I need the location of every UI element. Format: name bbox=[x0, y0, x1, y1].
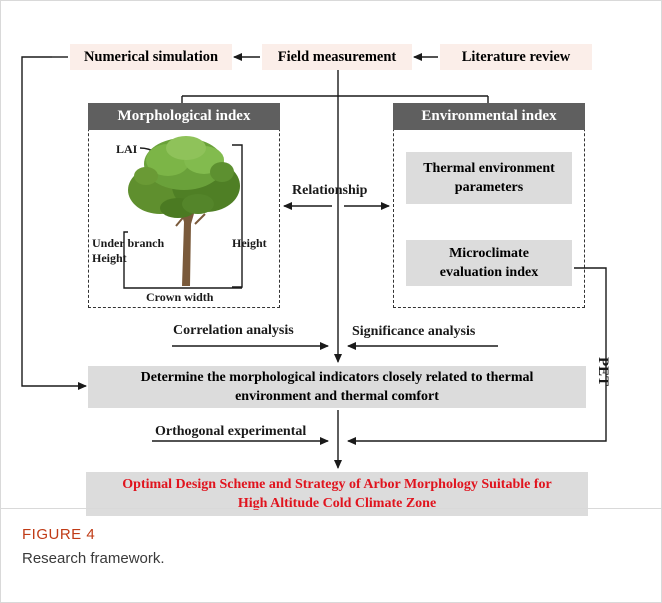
under-branch-label-1: Under branch bbox=[92, 236, 165, 250]
under-branch-label-2: Height bbox=[92, 251, 127, 265]
field-measurement-box: Field measurement bbox=[262, 44, 412, 70]
environmental-index-header: Environmental index bbox=[393, 103, 585, 130]
height-bracket bbox=[232, 144, 243, 288]
thermal-environment-text-1: Thermal environment bbox=[423, 161, 555, 176]
optimal-text-2: High Altitude Cold Climate Zone bbox=[237, 496, 437, 511]
correlation-analysis-label: Correlation analysis bbox=[173, 323, 294, 338]
orthogonal-experimental-label: Orthogonal experimental bbox=[155, 424, 307, 439]
microclimate-text-1: Microclimate bbox=[449, 246, 529, 261]
numerical-simulation-text: Numerical simulation bbox=[83, 48, 219, 65]
optimal-text-1: Optimal Design Scheme and Strategy of Ar… bbox=[122, 477, 552, 492]
relationship-label: Relationship bbox=[292, 183, 368, 198]
field-measurement-text: Field measurement bbox=[277, 48, 397, 65]
significance-analysis-label: Significance analysis bbox=[352, 324, 476, 339]
environmental-index-text: Environmental index bbox=[421, 108, 557, 124]
numerical-to-determine-arrow bbox=[21, 56, 87, 390]
crown-width-label: Crown width bbox=[146, 290, 214, 304]
tree-illustration bbox=[128, 136, 240, 286]
morphological-index-text: Morphological index bbox=[117, 108, 251, 124]
height-label: Height bbox=[232, 236, 267, 250]
microclimate-text-2: evaluation index bbox=[439, 265, 539, 280]
literature-review-text: Literature review bbox=[461, 48, 571, 65]
lai-label: LAI bbox=[116, 142, 138, 156]
literature-review-box: Literature review bbox=[440, 44, 592, 70]
numerical-simulation-box: Numerical simulation bbox=[70, 44, 232, 70]
under-branch-bracket bbox=[123, 231, 242, 289]
determine-indicators-box: Determine the morphological indicators c… bbox=[88, 366, 586, 408]
determine-text-2: environment and thermal comfort bbox=[235, 389, 439, 404]
figure-caption-title: FIGURE 4 bbox=[22, 526, 96, 543]
microclimate-box: Microclimate evaluation index bbox=[406, 240, 572, 286]
pet-loop-arrow bbox=[347, 267, 607, 445]
determine-text-1: Determine the morphological indicators c… bbox=[140, 370, 534, 385]
thermal-environment-box: Thermal environment parameters bbox=[406, 152, 572, 204]
figure-caption-text: Research framework. bbox=[22, 550, 165, 567]
morphological-index-header: Morphological index bbox=[88, 103, 280, 130]
caption-divider bbox=[0, 508, 662, 509]
thermal-environment-text-2: parameters bbox=[454, 180, 524, 195]
